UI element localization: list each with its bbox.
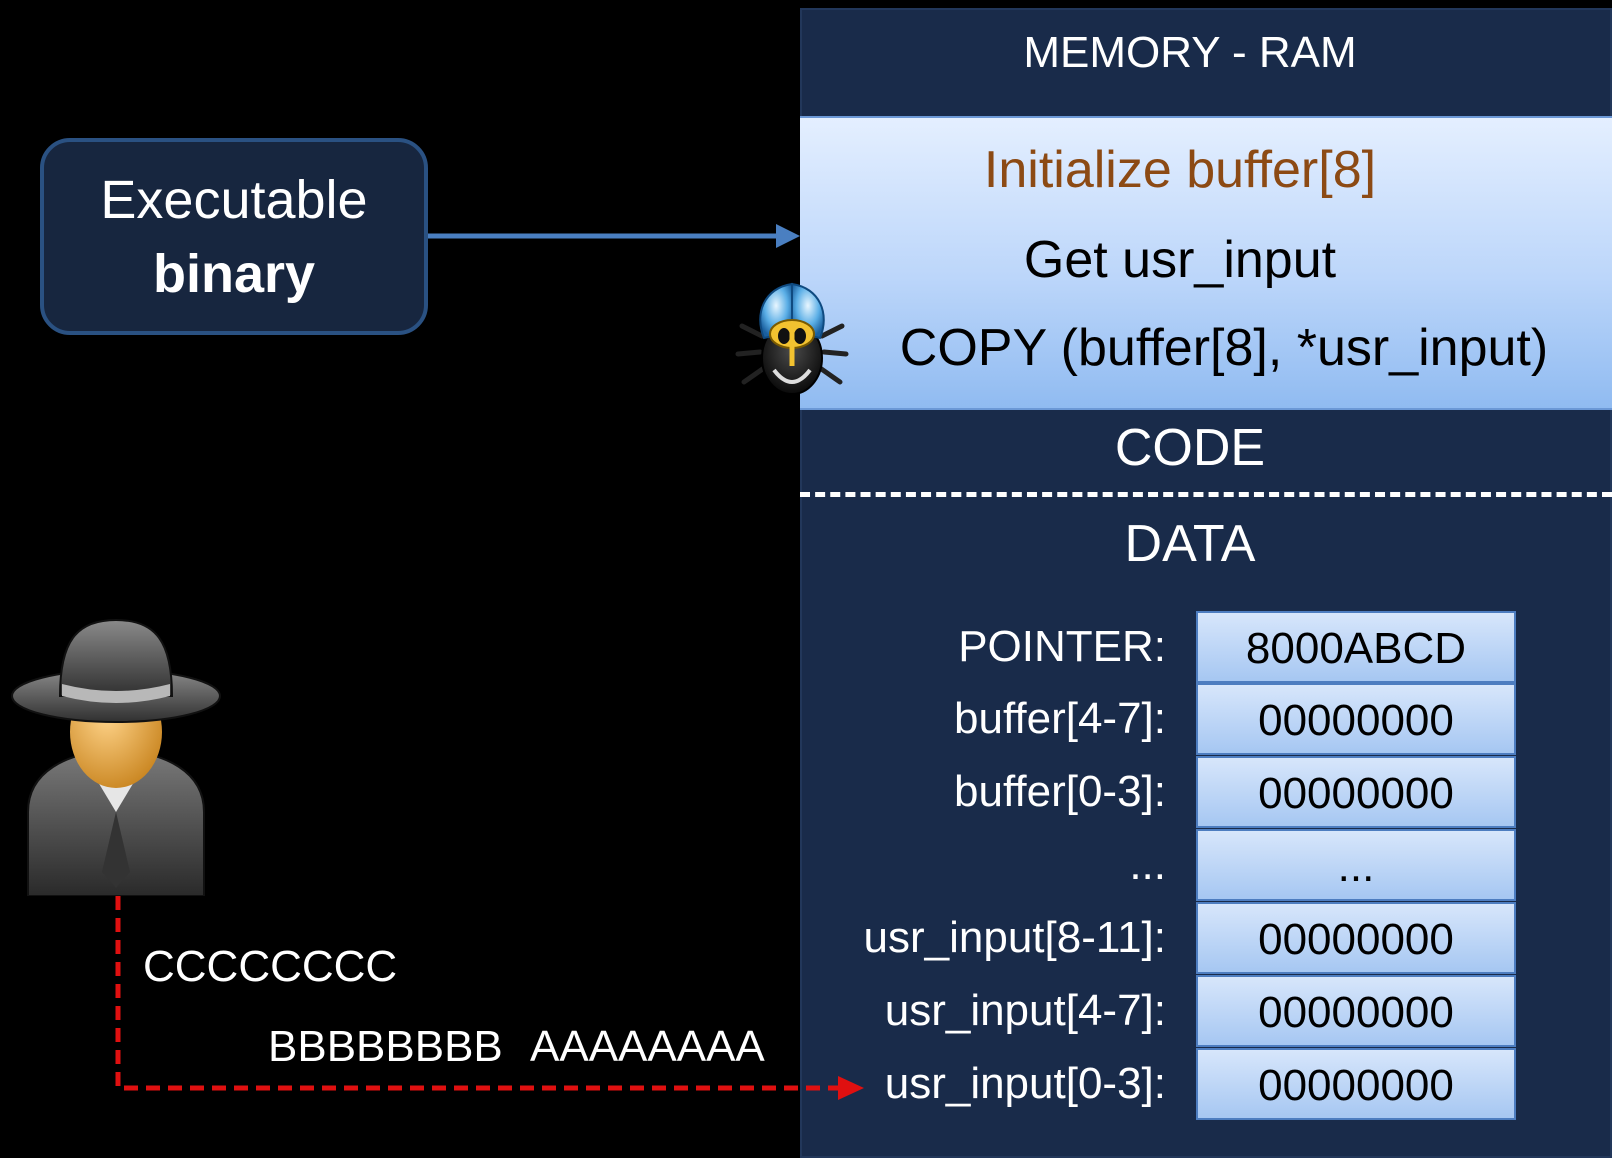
row-value-usr-input-4-7: 00000000 bbox=[1196, 975, 1516, 1047]
memory-ram-panel: MEMORY - RAM Initialize buffer[8] Get us… bbox=[800, 8, 1612, 1158]
row-label-usr-input-8-11: usr_input[8-11]: bbox=[863, 913, 1166, 962]
bug-icon bbox=[735, 282, 849, 395]
hacker-icon bbox=[11, 618, 221, 896]
attack-string-c: CCCCCCCC bbox=[143, 942, 398, 991]
attack-string-a: AAAAAAAA bbox=[530, 1022, 765, 1071]
code-line-copy: COPY (buffer[8], *usr_input) bbox=[899, 319, 1549, 377]
row-value-ellipsis: ... bbox=[1196, 829, 1516, 901]
code-section-label: CODE bbox=[1114, 419, 1266, 477]
section-divider bbox=[800, 492, 1612, 497]
row-label-buffer-4-7: buffer[4-7]: bbox=[954, 694, 1166, 743]
row-value-usr-input-8-11: 00000000 bbox=[1196, 902, 1516, 974]
row-value-usr-input-0-3: 00000000 bbox=[1196, 1048, 1516, 1120]
row-value-buffer-4-7: 00000000 bbox=[1196, 683, 1516, 755]
row-label-ellipsis: ... bbox=[1129, 840, 1166, 889]
code-line-init: Initialize buffer[8] bbox=[983, 141, 1377, 199]
row-label-buffer-0-3: buffer[0-3]: bbox=[954, 767, 1166, 816]
data-section-label: DATA bbox=[1124, 515, 1256, 573]
row-label-usr-input-0-3: usr_input[0-3]: bbox=[884, 1059, 1166, 1108]
binary-label: binary bbox=[152, 243, 316, 304]
row-value-buffer-0-3: 00000000 bbox=[1196, 756, 1516, 828]
memory-title: MEMORY - RAM bbox=[1023, 28, 1357, 77]
code-line-get: Get usr_input bbox=[1023, 231, 1337, 289]
executable-binary-box: Executable binary bbox=[40, 138, 428, 335]
executable-label: Executable bbox=[100, 169, 368, 230]
row-label-pointer: POINTER: bbox=[958, 622, 1166, 671]
row-label-usr-input-4-7: usr_input[4-7]: bbox=[884, 986, 1166, 1035]
row-value-pointer: 8000ABCD bbox=[1196, 611, 1516, 683]
attack-string-b: BBBBBBBB bbox=[268, 1022, 503, 1071]
code-region: Initialize buffer[8] Get usr_input COPY … bbox=[800, 116, 1612, 410]
